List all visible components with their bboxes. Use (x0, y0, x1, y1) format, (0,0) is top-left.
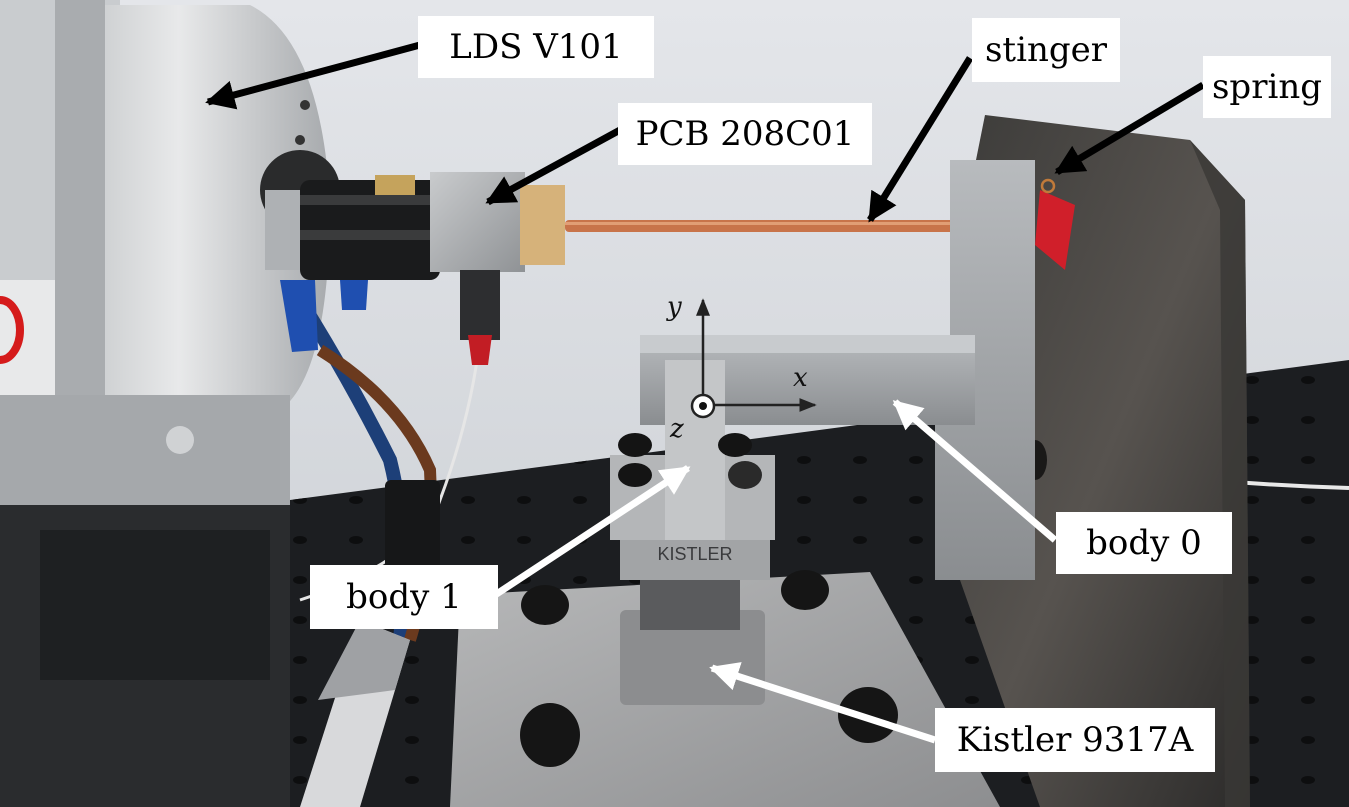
label-spring: spring (1203, 56, 1331, 118)
arrow-kistler (709, 662, 937, 744)
stinger-rod (565, 220, 960, 232)
spring-tab (1035, 190, 1075, 270)
arrow-spring (1054, 81, 1205, 176)
arrow-force-sensor (485, 126, 622, 206)
label-body0: body 0 (1056, 512, 1232, 574)
kistler-brand-text: KISTLER (657, 544, 732, 564)
coordinate-frame (690, 298, 817, 419)
force-sensor-assembly (265, 172, 565, 365)
axis-label-y: y (667, 292, 682, 322)
label-body1: body 1 (310, 565, 498, 629)
axis-label-x: x (793, 363, 808, 393)
label-shaker: LDS V101 (418, 16, 654, 78)
arrow-body1 (493, 465, 691, 598)
arrow-stinger (867, 56, 973, 223)
arrow-body0 (892, 399, 1058, 543)
marked-cable (300, 620, 410, 807)
label-stinger: stinger (972, 18, 1120, 82)
label-kistler: Kistler 9317A (935, 708, 1215, 772)
shaker-lds (0, 0, 340, 807)
label-force-sensor: PCB 208C01 (618, 103, 872, 165)
arrow-shaker (205, 41, 421, 110)
axis-label-z: z (670, 414, 684, 444)
